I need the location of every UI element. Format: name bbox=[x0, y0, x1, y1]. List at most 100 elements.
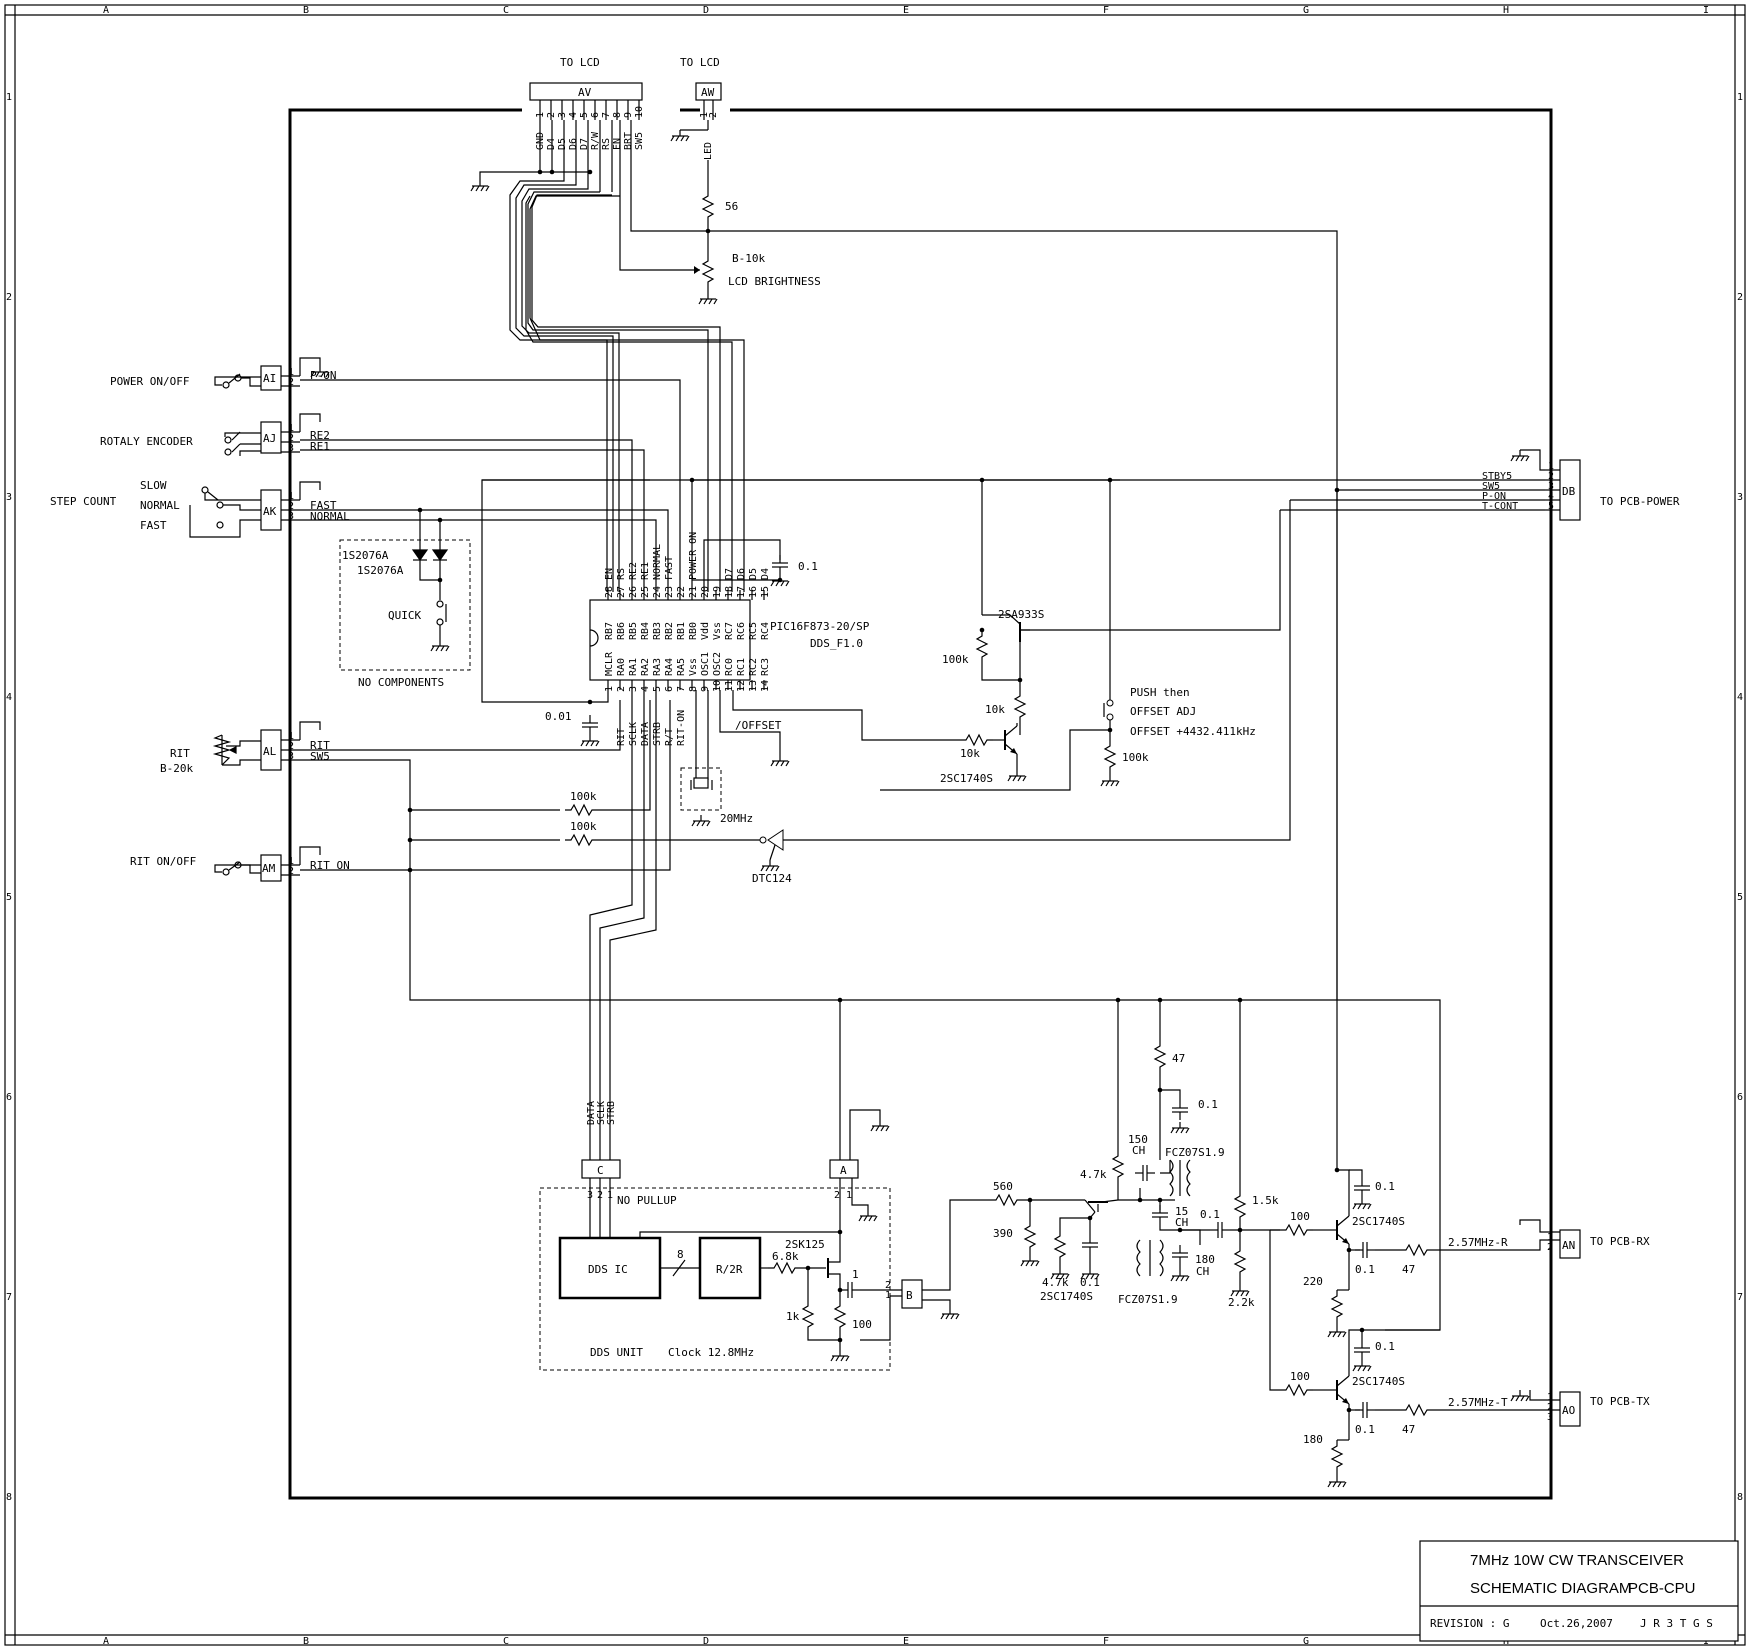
mcu-fw-label: DDS_F1.0 bbox=[810, 637, 863, 650]
c-signal-1: DATA bbox=[586, 1101, 597, 1125]
grid-col-top-F: F bbox=[1103, 5, 1109, 16]
r100k-label: 100k bbox=[942, 653, 969, 666]
connector-ao-label: AO bbox=[1562, 1404, 1575, 1417]
mcu-bot-pin-14: RC3 bbox=[760, 658, 771, 676]
an-pin-1: 1 bbox=[1547, 1232, 1553, 1243]
mcu-top-pin-16: RC5 bbox=[748, 622, 759, 640]
r100k-c-label: 100k bbox=[570, 790, 597, 803]
slow-label: SLOW bbox=[140, 479, 167, 492]
mcu-bot-num-9: 9 bbox=[700, 686, 711, 692]
t2-label: FCZ07S1.9 bbox=[1118, 1293, 1178, 1306]
av-pin-5: 5 bbox=[579, 112, 590, 118]
r1k-label: 1k bbox=[786, 1310, 800, 1323]
connector-db-label: DB bbox=[1562, 485, 1576, 498]
al-pin-3: 3 bbox=[288, 751, 294, 762]
rf-r47-label: 47 bbox=[1172, 1052, 1185, 1065]
av-pin-3: 3 bbox=[557, 112, 568, 118]
r15k-label: 1.5k bbox=[1252, 1194, 1279, 1207]
c150-label: 150 bbox=[1128, 1133, 1148, 1146]
connector-aj-label: AJ bbox=[263, 432, 276, 445]
grid-col-top-H: H bbox=[1503, 5, 1509, 16]
mcu-bot-num-10: 10 bbox=[712, 680, 723, 692]
av-signal-10: SW5 bbox=[634, 132, 645, 150]
grid-row-left-7: 7 bbox=[6, 1292, 12, 1303]
c15-label: 15 bbox=[1175, 1205, 1188, 1218]
mcu-bot-pin-1: MCLR bbox=[604, 651, 615, 676]
mcu-top-num-27: 27 bbox=[616, 586, 627, 598]
mcu-bot-sig-7: RIT-ON bbox=[676, 710, 687, 746]
connector-b-label: B bbox=[906, 1289, 913, 1302]
mcu-top-sig-26: RE2 bbox=[628, 562, 639, 580]
no-components-box: 1S2076A 1S2076A QUICK NO COMPONENTS bbox=[339, 507, 471, 689]
c-signal-2: SCLK bbox=[596, 1101, 607, 1125]
grid-row-left-8: 8 bbox=[6, 1492, 12, 1503]
to-pcb-tx-label: TO PCB-TX bbox=[1590, 1395, 1650, 1408]
title-date: Oct.26,2007 bbox=[1540, 1617, 1613, 1630]
db-pin-3: 3 bbox=[1548, 481, 1554, 492]
aj-pin-3: 3 bbox=[288, 443, 294, 454]
r22k-label: 2.2k bbox=[1228, 1296, 1255, 1309]
mcu-cap-label: 0.1 bbox=[798, 560, 818, 573]
grid-row-left-5: 5 bbox=[6, 892, 12, 903]
mcu-bot-pin-3: RA1 bbox=[628, 658, 639, 676]
an-pin-2: 2 bbox=[1547, 1242, 1553, 1253]
r390-label: 390 bbox=[993, 1227, 1013, 1240]
av-pin-1: 1 bbox=[535, 112, 546, 118]
mcu-bot-num-11: 11 bbox=[724, 680, 735, 692]
rf-c01c-label: 0.1 bbox=[1200, 1208, 1220, 1221]
mcu-top-sig-25: RE1 bbox=[640, 562, 651, 580]
db-pin-2: 2 bbox=[1548, 471, 1554, 482]
diode2-label: 1S2076A bbox=[357, 564, 404, 577]
normal-label: NORMAL bbox=[140, 499, 180, 512]
a-pin-1: 1 bbox=[846, 1190, 852, 1201]
grid-col-bottom-B: B bbox=[303, 1636, 309, 1647]
connector-a-label: A bbox=[840, 1164, 847, 1177]
grid-col-top-A: A bbox=[103, 5, 109, 16]
db-signal-1: STBY5 bbox=[1482, 471, 1512, 482]
ak-fast-label: FAST bbox=[310, 499, 337, 512]
dds-ic-block bbox=[558, 1236, 662, 1300]
push-then-label: PUSH then bbox=[1130, 686, 1190, 699]
aw-pin-2: 2 bbox=[708, 112, 719, 118]
ao-pin-2: 2 bbox=[1547, 1402, 1553, 1413]
mcu-bot-num-13: 13 bbox=[748, 680, 759, 692]
mcu-top-sig-17: D6 bbox=[736, 568, 747, 580]
title-revision: REVISION : G bbox=[1430, 1617, 1509, 1630]
bus-width-label: 8 bbox=[677, 1248, 684, 1261]
rit-pot-label: B-20k bbox=[160, 762, 193, 775]
to-pcb-power-label: TO PCB-POWER bbox=[1600, 495, 1680, 508]
connector-c-label: C bbox=[597, 1164, 604, 1177]
mcu-top-num-17: 17 bbox=[736, 586, 747, 598]
grid-col-bottom-G: G bbox=[1303, 1636, 1309, 1647]
b-pin-1: 1 bbox=[885, 1290, 891, 1301]
dtc124-label: DTC124 bbox=[752, 872, 792, 885]
rit-onoff-label: RIT ON/OFF bbox=[130, 855, 196, 868]
rf-c01a-label: 0.1 bbox=[1080, 1276, 1100, 1289]
aj-re2-label: RE2 bbox=[310, 429, 330, 442]
ch3-label: CH bbox=[1196, 1265, 1209, 1278]
rf-c01b-label: 0.1 bbox=[1198, 1098, 1218, 1111]
aw-pin-1: 1 bbox=[699, 112, 710, 118]
grid-col-top-D: D bbox=[703, 5, 709, 16]
mcu-bot-sig-5: STRB bbox=[652, 722, 663, 746]
mcu-top-sig-15: D4 bbox=[760, 568, 771, 580]
fet-label: 2SK125 bbox=[785, 1238, 825, 1251]
c-signal-3: STRB bbox=[606, 1101, 617, 1125]
mcu-bot-pin-7: RA5 bbox=[676, 658, 687, 676]
dds-ic-label: DDS IC bbox=[588, 1263, 628, 1276]
ak-pin-1: 1 bbox=[288, 491, 294, 502]
av-pin-9: 9 bbox=[623, 112, 634, 118]
mcu-top-sig-24: NORMAL bbox=[652, 544, 663, 580]
left-connectors: POWER ON/OFF AI P-ON ROTALY ENCODER AJ R… bbox=[50, 357, 1441, 1331]
pic16f873-chip bbox=[589, 599, 751, 681]
connector-am-label: AM bbox=[262, 862, 276, 875]
mcu-top-sig-28: EN bbox=[604, 568, 615, 580]
step-count-label: STEP COUNT bbox=[50, 495, 117, 508]
rf-r220-label: 220 bbox=[1303, 1275, 1323, 1288]
ak-pin-2: 2 bbox=[288, 501, 294, 512]
c180-label: 180 bbox=[1195, 1253, 1215, 1266]
mcu-top-num-15: 15 bbox=[760, 586, 771, 598]
r560-label: 560 bbox=[993, 1180, 1013, 1193]
mcu-top-pin-22: RB1 bbox=[676, 622, 687, 640]
grid-row-right-1: 1 bbox=[1737, 92, 1743, 103]
